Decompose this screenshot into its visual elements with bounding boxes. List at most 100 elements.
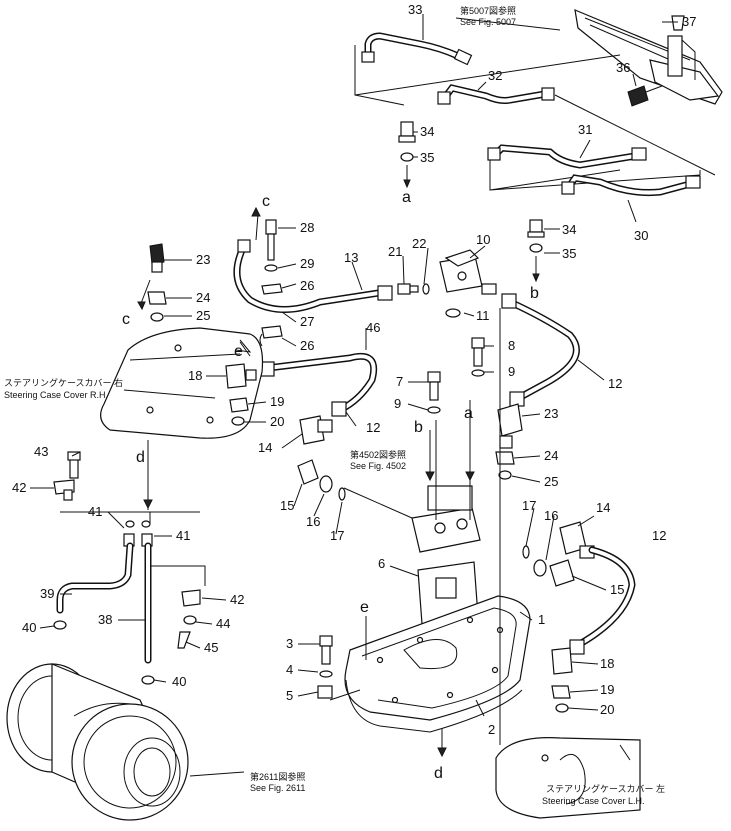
bolts-7-8-9: [427, 337, 485, 414]
fitting-36: [627, 85, 663, 107]
part-label: 20: [270, 414, 284, 429]
connection-letter-b: b: [414, 419, 423, 436]
part-label: 10: [476, 232, 490, 247]
part-label: 37: [682, 14, 696, 29]
connection-letter-d: d: [434, 765, 443, 782]
part-label: 16: [306, 514, 320, 529]
part-label: 15: [280, 498, 294, 513]
part-label: 15: [610, 582, 624, 597]
connection-letter-a: a: [464, 405, 473, 422]
part-label: 40: [172, 674, 186, 689]
part-label: 27: [300, 314, 314, 329]
fitting-34-right: [527, 219, 545, 283]
fitting-14-right: [522, 521, 595, 587]
fitting-42-44-45: [150, 565, 206, 649]
part-label: 31: [578, 122, 592, 137]
fitting-21-22: [397, 283, 430, 295]
part-label: 36: [616, 60, 630, 75]
part-label: 5: [286, 688, 293, 703]
pipes-38-39: [56, 542, 152, 664]
connection-letters: a a b b c c d d e e: [122, 189, 539, 782]
hose-12-middle: [501, 293, 580, 407]
part-label: 29: [300, 256, 314, 271]
part-label: 2: [488, 722, 495, 737]
transmission-housing: [6, 663, 189, 821]
hose-46: [259, 352, 378, 417]
valve-10: [439, 249, 497, 295]
connection-letter-a: a: [402, 189, 411, 206]
part-label: 43: [34, 444, 48, 459]
part-label: 33: [408, 2, 422, 17]
part-numbers: 1 2 3 4 5 6 7 8 9 9 10 11 12 12 12 13 14…: [12, 2, 696, 737]
fitting-23-left: [137, 243, 167, 322]
o-ring-11: [445, 308, 461, 318]
part-label: 34: [562, 222, 576, 237]
part-label: 17: [522, 498, 536, 513]
part-label: 30: [634, 228, 648, 243]
part-label: 9: [394, 396, 401, 411]
part-label: 39: [40, 586, 54, 601]
part-label: 46: [366, 320, 380, 335]
fitting-18-right: [551, 647, 573, 713]
part-label: 20: [600, 702, 614, 717]
part-label: 14: [258, 440, 272, 455]
hose-12-right: [569, 546, 636, 655]
connection-letter-c: c: [122, 311, 130, 328]
part-label: 41: [176, 528, 190, 543]
connection-letter-d: d: [136, 449, 145, 466]
part-label: 12: [652, 528, 666, 543]
part-label: 41: [88, 504, 102, 519]
part-label: 23: [544, 406, 558, 421]
cover-lh: [495, 737, 641, 819]
cover-plate: [344, 595, 531, 733]
part-label: 1: [538, 612, 545, 627]
leader-lines: [30, 14, 678, 777]
part-label: 24: [544, 448, 558, 463]
ref-cover-lh-en: Steering Case Cover L.H.: [542, 796, 645, 806]
bolt-28-group: [259, 219, 283, 347]
ref-fig5007-en: See Fig. 5007: [460, 17, 516, 27]
bolts-3-4-5: [317, 635, 333, 699]
part-label: 12: [366, 420, 380, 435]
part-label: 21: [388, 244, 402, 259]
hose-group-top: [354, 32, 716, 196]
part-label: 23: [196, 252, 210, 267]
ref-fig2611-en: See Fig. 2611: [250, 783, 305, 793]
part-label: 26: [300, 338, 314, 353]
ref-fig4502-jp: 第4502図参照: [350, 449, 406, 460]
ref-cover-rh-jp: ステアリングケースカバー 右: [4, 377, 123, 388]
part-label: 14: [596, 500, 610, 515]
fitting-14-middle: [297, 415, 346, 501]
part-label: 28: [300, 220, 314, 235]
part-label: 26: [300, 278, 314, 293]
part-label: 42: [230, 592, 244, 607]
part-label: 22: [412, 236, 426, 251]
part-label: 32: [488, 68, 502, 83]
connection-letter-e: e: [360, 599, 369, 616]
hose-13: [233, 239, 393, 314]
bracket-assembly: [574, 9, 723, 105]
part-label: 19: [270, 394, 284, 409]
ref-cover-lh-jp: ステアリングケースカバー 左: [546, 783, 665, 794]
part-label: 40: [22, 620, 36, 635]
part-label: 4: [286, 662, 293, 677]
part-label: 19: [600, 682, 614, 697]
part-label: 35: [562, 246, 576, 261]
part-label: 6: [378, 556, 385, 571]
part-label: 18: [600, 656, 614, 671]
part-label: 24: [196, 290, 210, 305]
part-label: 18: [188, 368, 202, 383]
part-label: 7: [396, 374, 403, 389]
ref-fig2611-jp: 第2611図参照: [250, 771, 305, 782]
fitting-18-left: [225, 363, 257, 426]
part-label: 35: [420, 150, 434, 165]
part-label: 12: [608, 376, 622, 391]
part-label: 8: [508, 338, 515, 353]
part-label: 17: [330, 528, 344, 543]
connection-letter-b: b: [530, 285, 539, 302]
o-ring-40-left: [53, 620, 67, 630]
part-label: 13: [344, 250, 358, 265]
part-label: 9: [508, 364, 515, 379]
o-ring-40-right: [141, 675, 155, 685]
